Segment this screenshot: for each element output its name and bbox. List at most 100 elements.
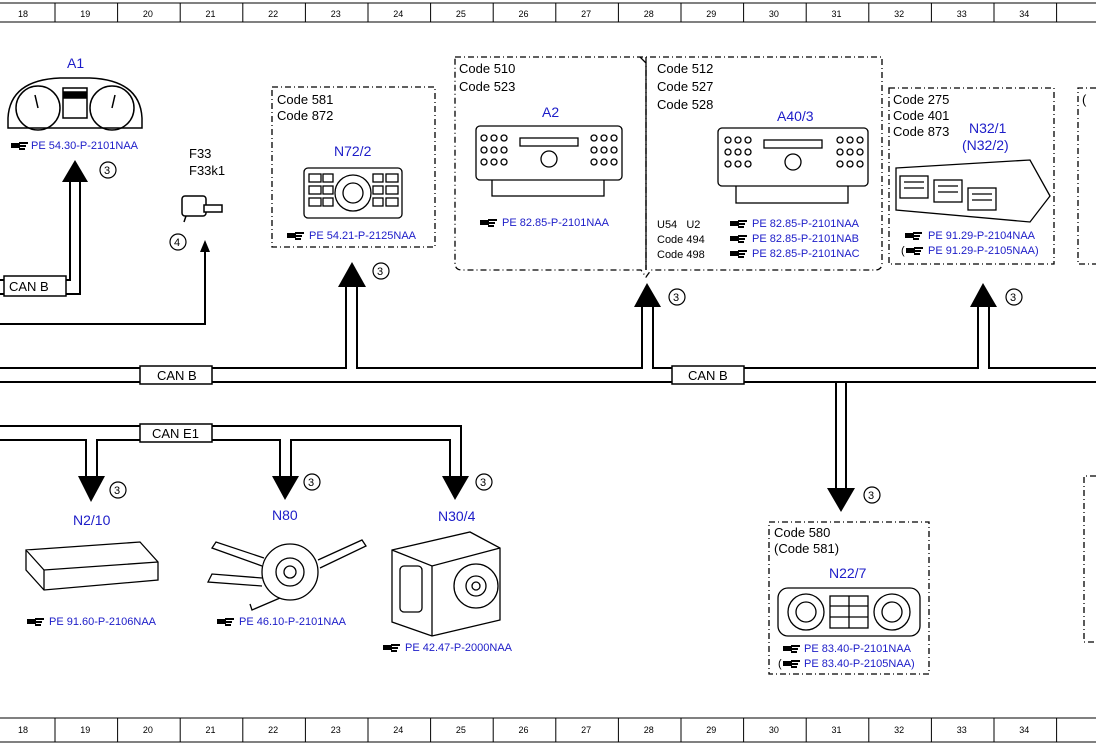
can-e1-label-box <box>139 423 213 443</box>
ruler-top-number: 25 <box>456 9 466 19</box>
connector-marker <box>475 473 493 491</box>
connector-marker <box>99 161 117 179</box>
control-unit-icon <box>303 167 403 219</box>
ruler-top-number: 26 <box>519 9 529 19</box>
a40-3-row1-ref: PE 82.85-P-2101NAA <box>752 218 860 230</box>
ruler-bottom-number: 34 <box>1019 725 1029 735</box>
a1-component: A1 PE 54.30-P-2101NAA <box>7 55 143 152</box>
connector-marker-label: 3 <box>868 490 874 502</box>
ruler-top-number: 24 <box>393 9 403 19</box>
n72-2-box <box>271 86 436 248</box>
n72-2-code2: Code 872 <box>277 108 333 123</box>
radio-unit-icon <box>475 125 623 197</box>
n2-10-component: N2/10 PE 91.60-P-2106NAA <box>25 512 159 628</box>
a2-name: A2 <box>542 104 559 120</box>
ruler-bottom-number: 22 <box>268 725 278 735</box>
can-b-label-box-2 <box>671 365 745 385</box>
navigation-unit-icon <box>717 127 869 204</box>
ruler-bottom-number: 31 <box>832 725 842 735</box>
n32-1-ref2-open: ( <box>901 245 905 257</box>
ruler-bottom-number: 26 <box>519 725 529 735</box>
n2-10-ref: PE 91.60-P-2106NAA <box>49 616 157 628</box>
n32-1-ref1: PE 91.29-P-2104NAA <box>928 230 1036 242</box>
n22-7-box <box>768 521 930 675</box>
n22-7-ref1: PE 83.40-P-2101NAA <box>804 643 912 655</box>
can-b-left-label: CAN B <box>9 279 49 294</box>
ruler-bottom-number: 30 <box>769 725 779 735</box>
arrow-down-n30-4 <box>442 476 469 500</box>
ruler-bottom-number: 29 <box>706 725 716 735</box>
connector-marker <box>863 486 881 504</box>
connector-marker-label: 3 <box>104 165 110 177</box>
arrow-down-n22-7 <box>827 488 855 512</box>
instrument-cluster-icon <box>7 77 143 131</box>
connector-marker-4-label: 4 <box>174 237 180 249</box>
a40-3-code1: Code 512 <box>657 61 713 76</box>
connector-marker-label: 3 <box>377 266 383 278</box>
arrow-up-a1 <box>62 160 88 182</box>
f33-line1: F33 <box>189 146 211 161</box>
partial-box-letter: ( <box>1082 92 1087 107</box>
ruler-top-number: 18 <box>18 9 28 19</box>
ruler-bottom-number: 24 <box>393 725 403 735</box>
n80-name: N80 <box>272 507 298 523</box>
arrow-up-n32-1 <box>970 283 997 307</box>
a2-ref: PE 82.85-P-2101NAA <box>502 217 610 229</box>
ruler-bottom-number: 25 <box>456 725 466 735</box>
ruler-bottom-number: 27 <box>581 725 591 735</box>
can-b-label-box-1 <box>139 365 213 385</box>
n22-7-code1: Code 580 <box>774 525 830 540</box>
arrow-down-n80 <box>272 476 299 500</box>
f33-component: F33 F33k1 <box>181 146 225 223</box>
ruler-top-number: 20 <box>143 9 153 19</box>
f33-line2: F33k1 <box>189 163 225 178</box>
n22-7-code2: (Code 581) <box>774 541 839 556</box>
relay-icon <box>181 195 223 223</box>
n32-1-box <box>888 87 1055 265</box>
connector-marker <box>303 473 321 491</box>
a1-name: A1 <box>67 55 84 71</box>
n32-1-ref2: PE 91.29-P-2105NAA) <box>928 245 1039 257</box>
a40-3-row1-left: U54 U2 <box>657 219 700 231</box>
can-b-label-2: CAN B <box>688 368 728 383</box>
a2-component: Code 510 Code 523 A2 PE 82.85-P-2101NAA <box>459 61 623 229</box>
n22-7-ref2: PE 83.40-P-2105NAA) <box>804 658 915 670</box>
connector-marker-label: 3 <box>114 485 120 497</box>
abs-unit-icon <box>391 531 501 637</box>
ruler-top-number: 31 <box>832 9 842 19</box>
n80-ref: PE 46.10-P-2101NAA <box>239 616 347 628</box>
connector-marker-4 <box>169 233 187 251</box>
n72-2-ref: PE 54.21-P-2125NAA <box>309 230 417 242</box>
ruler-top-number: 27 <box>581 9 591 19</box>
can-b-bus <box>0 285 1096 490</box>
ruler-top-number: 23 <box>331 9 341 19</box>
arrow-down-n2-10 <box>78 476 105 502</box>
a40-3-row2-ref: PE 82.85-P-2101NAB <box>752 233 859 245</box>
ruler-bottom-number: 21 <box>206 725 216 735</box>
n2-10-name: N2/10 <box>73 512 111 528</box>
a40-3-row2-left: Code 494 <box>657 234 705 246</box>
ruler-bottom-number: 18 <box>18 725 28 735</box>
a40-3-code2: Code 527 <box>657 79 713 94</box>
ruler-bottom-number: 33 <box>957 725 967 735</box>
ruler-bottom-number: 28 <box>644 725 654 735</box>
ruler-top-number: 28 <box>644 9 654 19</box>
ruler-top-number: 30 <box>769 9 779 19</box>
ruler-top-number: 22 <box>268 9 278 19</box>
connector-marker <box>668 288 686 306</box>
n22-7-ref2-open: ( <box>778 658 782 670</box>
n30-4-ref: PE 42.47-P-2000NAA <box>405 642 513 654</box>
n80-component: N80 PE 46.10-P-2101NAA <box>206 507 367 628</box>
ruler-bottom-number: 32 <box>894 725 904 735</box>
control-module-icon <box>25 541 159 591</box>
ruler-bottom-number: 19 <box>80 725 90 735</box>
a2-code1: Code 510 <box>459 61 515 76</box>
a40-3-row3-ref: PE 82.85-P-2101NAC <box>752 248 860 260</box>
can-b-label-1: CAN B <box>157 368 197 383</box>
n32-1-name: N32/1 <box>969 120 1007 136</box>
connector-marker <box>1005 288 1023 306</box>
ruler-bottom-number: 20 <box>143 725 153 735</box>
ruler-top-number: 33 <box>957 9 967 19</box>
